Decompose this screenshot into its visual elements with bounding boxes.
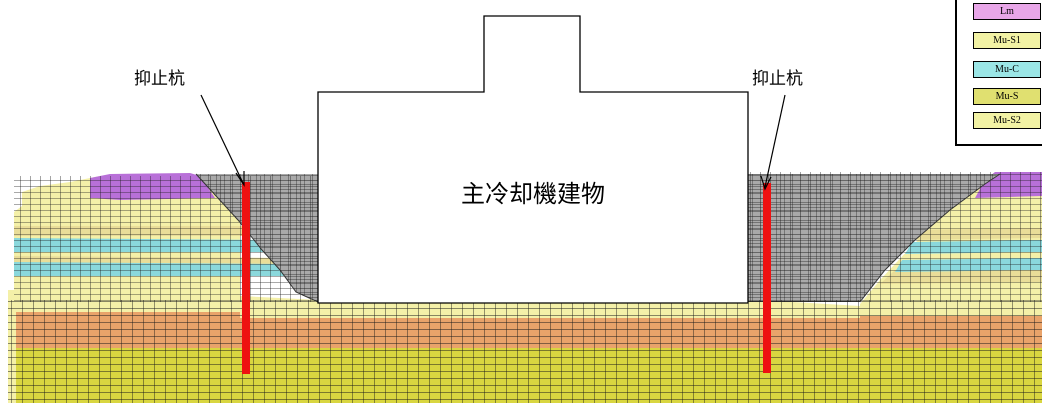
legend-item-mu-c: Mu-C [973, 61, 1041, 78]
building-outline [317, 15, 749, 304]
arrowhead-right [760, 175, 772, 191]
leader-right [764, 94, 786, 188]
pile-leader-lines [200, 94, 786, 191]
leader-left [200, 94, 244, 184]
legend-item-lm: Lm [973, 3, 1041, 20]
pile-label-right: 抑止杭 [752, 69, 803, 89]
pile-right [763, 183, 771, 373]
mesh-fill-left [196, 174, 318, 302]
pile-left [242, 182, 250, 374]
slope-lines [195, 173, 1001, 303]
legend-item-mu-s: Mu-S [973, 88, 1041, 105]
arrowhead-left [235, 171, 245, 187]
building-label-area: 主冷却機建物 [318, 0, 748, 303]
legend-item-mu-s2: Mu-S2 [973, 112, 1041, 129]
mesh-overlay [8, 172, 1042, 403]
mesh-fill-right [748, 174, 1000, 302]
building-label: 主冷却機建物 [461, 180, 605, 208]
mesh-lower [8, 300, 1042, 403]
legend-item-mu-s1: Mu-S1 [973, 32, 1041, 49]
pile-label-left: 抑止杭 [134, 69, 185, 89]
legend: Lm Mu-S1 Mu-C Mu-S Mu-S2 [955, 0, 1042, 146]
